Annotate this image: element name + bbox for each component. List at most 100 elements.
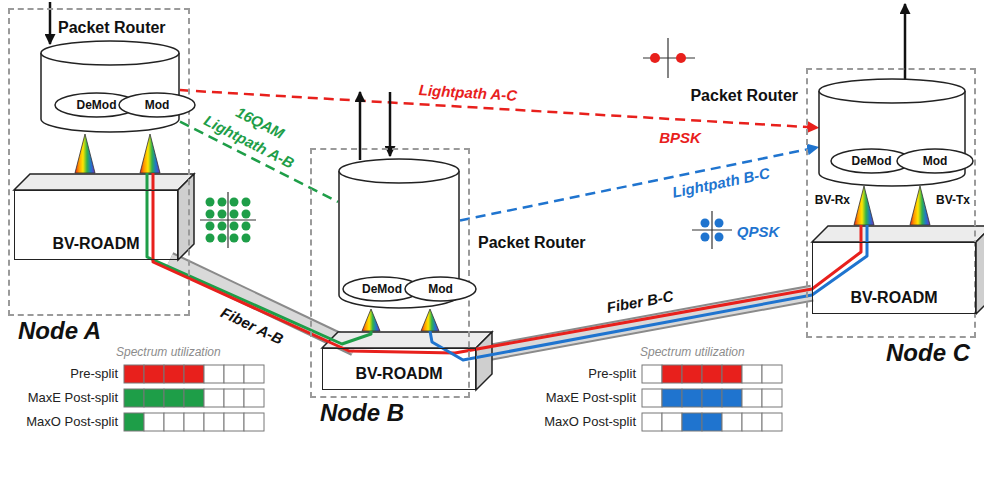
router-label: Packet Router bbox=[690, 86, 798, 106]
roadm-3d-faces bbox=[14, 174, 194, 260]
spectrum-slot bbox=[204, 413, 224, 431]
modem-label: DeMod bbox=[830, 154, 913, 168]
node-heading: Node C bbox=[886, 339, 970, 367]
roadm-top-face bbox=[322, 332, 492, 348]
transmitter-label: BV-Tx bbox=[936, 191, 970, 209]
modem-label: Mod bbox=[896, 154, 974, 168]
fiber-label: Fiber A-B bbox=[215, 302, 289, 350]
output-arrow bbox=[359, 92, 362, 160]
roadm-label: BV-ROADM bbox=[813, 288, 975, 308]
constellation-point bbox=[230, 198, 239, 207]
lightpath-connector bbox=[460, 147, 818, 220]
spectrum-slot bbox=[244, 389, 264, 407]
node-heading: Node A bbox=[18, 317, 101, 345]
spectrum-slot bbox=[124, 389, 144, 407]
modem-shape bbox=[119, 93, 195, 117]
roadm-side-face bbox=[976, 226, 984, 314]
cylinder-outline bbox=[40, 40, 180, 132]
spectrum-slot bbox=[742, 413, 762, 431]
row-label: MaxO Post-split bbox=[26, 413, 118, 431]
row-label: MaxE Post-split bbox=[28, 389, 118, 407]
modulation-label: BPSK bbox=[659, 129, 701, 147]
qpsk-constellation bbox=[692, 211, 732, 249]
modem-label: DeMod bbox=[54, 98, 139, 112]
packet-router-cylinder: DeModModPacket Router bbox=[818, 78, 966, 186]
constellation-point bbox=[218, 234, 227, 243]
spectrum-slot bbox=[662, 365, 682, 383]
constellation-point bbox=[218, 210, 227, 219]
modem-ellipse: DeMod bbox=[342, 276, 422, 302]
spectrum-slot bbox=[204, 365, 224, 383]
modem-ellipse: Mod bbox=[118, 92, 196, 118]
spectrum-slot bbox=[224, 389, 244, 407]
output-arrow bbox=[904, 4, 907, 80]
spectrum-slot bbox=[164, 389, 184, 407]
roadm-box: BV-ROADM bbox=[812, 242, 976, 314]
constellation-point bbox=[206, 198, 215, 207]
cylinder-top bbox=[819, 79, 965, 103]
constellation-point bbox=[230, 210, 239, 219]
constellation-point bbox=[206, 234, 215, 243]
bv-tx-prism bbox=[140, 134, 160, 173]
row-label: Pre-split bbox=[588, 365, 636, 383]
constellation-point bbox=[218, 222, 227, 231]
modem-label: Mod bbox=[404, 282, 477, 296]
roadm-box: BV-ROADM bbox=[322, 348, 476, 390]
spectrum-slot bbox=[762, 365, 782, 383]
spectrum-slot bbox=[662, 389, 682, 407]
green-lightpath-route bbox=[147, 173, 371, 344]
modem-shape bbox=[897, 149, 973, 173]
packet-router-cylinder: DeModModPacket Router bbox=[40, 40, 180, 132]
row-label: Pre-split bbox=[70, 365, 118, 383]
packet-router-cylinder: DeModModPacket Router bbox=[338, 158, 460, 308]
roadm-side-face bbox=[476, 332, 492, 390]
constellation-point bbox=[206, 222, 215, 231]
bv-tx-prism bbox=[910, 186, 930, 225]
spectrum-slot bbox=[124, 365, 144, 383]
roadm-label: BV-ROADM bbox=[15, 234, 177, 254]
modem-ellipse: DeMod bbox=[830, 148, 913, 174]
constellation-point bbox=[206, 210, 215, 219]
spectrum-slot bbox=[762, 389, 782, 407]
modem-label: Mod bbox=[118, 98, 196, 112]
spectrum-slot bbox=[702, 389, 722, 407]
spectrum-slot bbox=[682, 365, 702, 383]
bpsk-constellation bbox=[643, 38, 695, 78]
spectrum-grid bbox=[124, 365, 782, 431]
node-region: DeModModPacket RouterBV-ROADMNode A bbox=[8, 8, 190, 316]
spectrum-slot bbox=[164, 413, 184, 431]
modem-ellipse: DeMod bbox=[54, 92, 139, 118]
node-region: DeModModPacket RouterBV-ROADMNode B bbox=[310, 148, 470, 398]
spectrum-slot bbox=[244, 413, 264, 431]
spectrum-slot bbox=[722, 389, 742, 407]
spectrum-slot bbox=[642, 389, 662, 407]
bv-tx-prism bbox=[421, 309, 439, 331]
lightpath-connector bbox=[180, 122, 338, 202]
router-label: Packet Router bbox=[58, 18, 166, 38]
row-label: MaxE Post-split bbox=[546, 389, 636, 407]
spectrum-slot bbox=[702, 365, 722, 383]
receiver-label: BV-Rx bbox=[815, 191, 850, 209]
spectrum-slot bbox=[144, 413, 164, 431]
spectrum-slot bbox=[742, 389, 762, 407]
input-arrow bbox=[49, 2, 52, 44]
roadm-label: BV-ROADM bbox=[323, 364, 475, 384]
spectrum-slot bbox=[184, 413, 204, 431]
row-label: MaxO Post-split bbox=[544, 413, 636, 431]
spectrum-slot bbox=[702, 413, 722, 431]
spectrum-slot bbox=[642, 365, 662, 383]
modem-label: DeMod bbox=[342, 282, 422, 296]
lightpath-label: Lightpath A-C bbox=[415, 81, 520, 105]
spectrum-slot bbox=[682, 413, 702, 431]
constellation-point bbox=[218, 198, 227, 207]
router-label: Packet Router bbox=[478, 233, 586, 253]
constellation-point bbox=[230, 234, 239, 243]
node-heading: Node B bbox=[320, 399, 404, 427]
bv-rx-prism bbox=[854, 186, 874, 225]
spectrum-slot bbox=[762, 413, 782, 431]
cylinder-top bbox=[41, 41, 179, 65]
constellation-point bbox=[242, 222, 251, 231]
modem-ellipse: Mod bbox=[896, 148, 974, 174]
